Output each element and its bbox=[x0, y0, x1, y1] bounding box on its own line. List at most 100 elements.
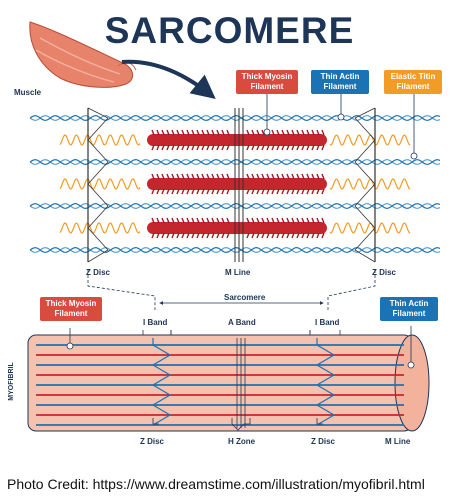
myosin-head bbox=[166, 144, 170, 151]
myosin-head bbox=[276, 173, 280, 180]
myosin-head bbox=[226, 129, 230, 136]
myosin-head bbox=[176, 188, 180, 195]
myosin-head bbox=[191, 129, 195, 136]
myosin-head bbox=[151, 188, 155, 195]
myosin-head bbox=[186, 232, 190, 239]
myosin-head bbox=[256, 188, 260, 195]
myosin-head bbox=[276, 144, 280, 151]
myosin-head bbox=[256, 144, 260, 151]
myosin-head bbox=[181, 232, 185, 239]
page-title: SARCOMERE bbox=[104, 10, 355, 51]
myosin-head bbox=[321, 173, 325, 180]
i-band-left-label: I Band bbox=[143, 318, 168, 327]
i-band-right-label: I Band bbox=[315, 318, 340, 327]
myosin-head bbox=[321, 129, 325, 136]
myosin-head bbox=[201, 129, 205, 136]
bottom-z-disc-right-label: Z Disc bbox=[311, 437, 336, 446]
myosin-head bbox=[291, 173, 295, 180]
h-zone-label: H Zone bbox=[228, 437, 256, 446]
myosin-head bbox=[321, 217, 325, 224]
myosin-head bbox=[306, 188, 310, 195]
titin-spring bbox=[59, 222, 141, 234]
titin-spring bbox=[329, 134, 411, 146]
myosin-head bbox=[301, 188, 305, 195]
muscle-label: Muscle bbox=[14, 88, 42, 97]
myosin-head bbox=[211, 173, 215, 180]
myosin-head bbox=[171, 232, 175, 239]
myosin-head bbox=[296, 232, 300, 239]
myosin-head bbox=[291, 217, 295, 224]
myosin-head bbox=[216, 129, 220, 136]
myosin-head bbox=[161, 217, 165, 224]
myosin-head bbox=[166, 232, 170, 239]
myosin-head bbox=[216, 217, 220, 224]
myosin-head bbox=[176, 173, 180, 180]
myosin-head bbox=[311, 232, 315, 239]
myosin-head bbox=[196, 144, 200, 151]
myosin-core bbox=[147, 222, 327, 234]
myosin-head bbox=[211, 217, 215, 224]
myosin-head bbox=[306, 232, 310, 239]
myosin-head bbox=[171, 129, 175, 136]
myosin-head bbox=[246, 188, 250, 195]
myosin-head bbox=[161, 173, 165, 180]
myofibril-z-disc bbox=[315, 338, 336, 426]
callout-lines bbox=[263, 94, 418, 160]
myosin-head bbox=[196, 173, 200, 180]
myosin-head bbox=[166, 217, 170, 224]
myosin-core bbox=[147, 178, 327, 190]
myosin-head bbox=[301, 129, 305, 136]
myosin-core bbox=[147, 134, 327, 146]
thick-myosin-tag: Thick Myosin Filament bbox=[236, 70, 298, 94]
myosin-head bbox=[251, 232, 255, 239]
myosin-head bbox=[271, 188, 275, 195]
myosin-head bbox=[201, 144, 205, 151]
myosin-head bbox=[161, 232, 165, 239]
myosin-head bbox=[211, 144, 215, 151]
myosin-head bbox=[151, 129, 155, 136]
myosin-head bbox=[221, 173, 225, 180]
myosin-head bbox=[176, 144, 180, 151]
myosin-head bbox=[166, 173, 170, 180]
myosin-head bbox=[156, 188, 160, 195]
myosin-head bbox=[271, 144, 275, 151]
myosin-head bbox=[176, 232, 180, 239]
myofibril-label: MYOFIBRIL bbox=[7, 362, 15, 401]
myosin-head bbox=[201, 173, 205, 180]
myosin-head bbox=[226, 144, 230, 151]
myosin-head bbox=[281, 232, 285, 239]
myosin-head bbox=[206, 129, 210, 136]
myosin-head bbox=[151, 217, 155, 224]
myosin-head bbox=[296, 129, 300, 136]
myosin-head bbox=[316, 144, 320, 151]
myosin-head bbox=[306, 217, 310, 224]
myosin-head bbox=[166, 129, 170, 136]
myosin-head bbox=[246, 232, 250, 239]
myosin-head bbox=[171, 144, 175, 151]
z-disc-right-label: Z Disc bbox=[372, 268, 397, 277]
myosin-head bbox=[156, 144, 160, 151]
myosin-head bbox=[211, 232, 215, 239]
myofibril-z-disc bbox=[151, 338, 172, 426]
myosin-head bbox=[196, 129, 200, 136]
myosin-head bbox=[281, 129, 285, 136]
myosin-head bbox=[186, 144, 190, 151]
myosin-head bbox=[316, 173, 320, 180]
myosin-head bbox=[201, 188, 205, 195]
myosin-head bbox=[206, 188, 210, 195]
thin-actin-tag: Thin Actin Filament bbox=[311, 70, 369, 94]
myosin-head bbox=[306, 144, 310, 151]
myosin-head bbox=[256, 217, 260, 224]
myosin-head bbox=[301, 144, 305, 151]
muscle-shape bbox=[29, 21, 137, 88]
myosin-head bbox=[296, 144, 300, 151]
myosin-head bbox=[161, 144, 165, 151]
myosin-head bbox=[301, 232, 305, 239]
myosin-head bbox=[181, 188, 185, 195]
disc-and-m-lines bbox=[87, 107, 376, 263]
myosin-head bbox=[291, 144, 295, 151]
myosin-head bbox=[266, 188, 270, 195]
myosin-head bbox=[216, 232, 220, 239]
myosin-head bbox=[276, 217, 280, 224]
